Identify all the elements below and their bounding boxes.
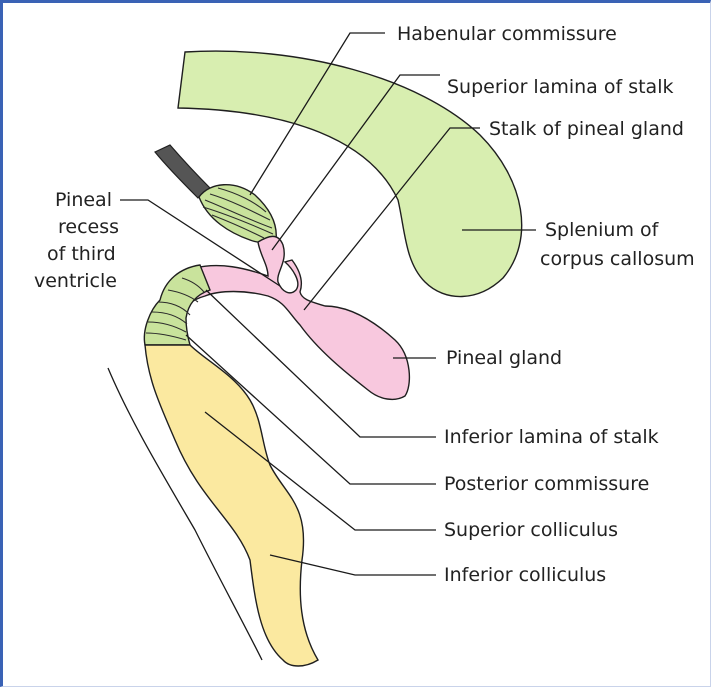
label-pineal-recess-4: ventricle	[34, 270, 117, 292]
label-inferior-lamina: Inferior lamina of stalk	[444, 426, 659, 448]
label-pineal-recess-3: of third	[47, 243, 116, 265]
label-pineal-gland: Pineal gland	[446, 347, 562, 369]
colliculi-shape	[145, 345, 318, 666]
label-inferior-colliculus: Inferior colliculus	[444, 564, 606, 586]
label-posterior-commissure: Posterior commissure	[444, 473, 649, 495]
label-pineal-recess-1: Pineal	[55, 189, 112, 211]
label-superior-lamina: Superior lamina of stalk	[447, 76, 673, 98]
ventricle-roof-strip	[155, 145, 210, 198]
label-splenium-1: Splenium of	[545, 219, 660, 241]
label-habenular-commissure: Habenular commissure	[397, 23, 617, 45]
label-splenium-2: corpus callosum	[540, 248, 695, 270]
label-superior-colliculus: Superior colliculus	[444, 519, 618, 541]
label-pineal-recess-2: recess	[58, 216, 119, 238]
label-stalk-of-pineal-gland: Stalk of pineal gland	[489, 118, 684, 140]
